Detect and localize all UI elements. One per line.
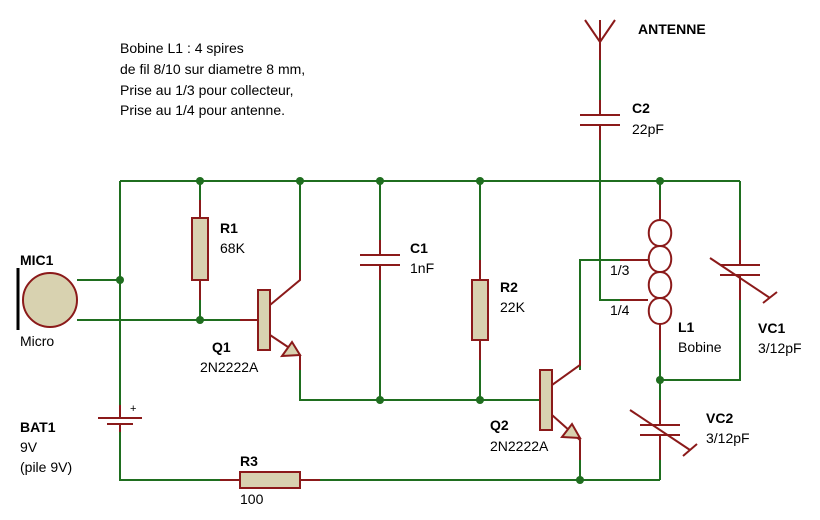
wires: [77, 60, 741, 481]
r3-value: 100: [240, 491, 264, 507]
r2-ref: R2: [500, 279, 518, 295]
l1-tap-1: 1/3: [610, 262, 630, 278]
junction-dot: [196, 177, 204, 185]
l1-value: Bobine: [678, 339, 722, 355]
battery-bat1[interactable]: + BAT1 9V (pile 9V): [20, 403, 142, 475]
q2-leads: [551, 360, 581, 460]
c1-ref: C1: [410, 240, 428, 256]
r1-value: 68K: [220, 240, 246, 256]
antenna-label: ANTENNE: [638, 21, 706, 37]
battery-to-r3-wire: [119, 432, 220, 481]
vc1-ref: VC1: [758, 320, 785, 336]
vc1-bottom-wire: [660, 300, 741, 381]
microphone-mic1[interactable]: MIC1 Micro: [16, 252, 78, 349]
emitter-net-wire: [299, 370, 540, 401]
resistor-r3[interactable]: R3 100: [220, 453, 320, 507]
microphone-icon: [22, 272, 78, 328]
q2-emitter-arrow-icon: [560, 422, 582, 440]
transistor-q1[interactable]: Q1 2N2222A: [200, 270, 302, 375]
r1-ref: R1: [220, 220, 238, 236]
l1-ref: L1: [678, 319, 695, 335]
battery-plus: +: [130, 403, 136, 415]
vc2-ref: VC2: [706, 410, 733, 426]
battery-icon: [98, 405, 142, 432]
l1-tap-2: 1/4: [610, 302, 630, 318]
junctions: [116, 177, 664, 484]
note-line-1: Bobine L1 : 4 spires: [120, 40, 244, 56]
vc1-trim-arrow-icon: [709, 257, 778, 304]
vc1-symbol: [720, 240, 760, 300]
c2-value: 22pF: [632, 121, 664, 137]
q2-base-bar: [539, 369, 553, 431]
coil-icon: [647, 219, 673, 332]
variable-capacitor-vc2[interactable]: VC2 3/12pF: [629, 400, 750, 460]
q2-collector-wire: [579, 259, 620, 370]
q1-value: 2N2222A: [200, 359, 259, 375]
transistor-q2[interactable]: Q2 2N2222A: [490, 360, 582, 460]
variable-capacitor-vc1[interactable]: VC1 3/12pF: [709, 240, 802, 356]
junction-dot: [116, 276, 124, 284]
r3-ref: R3: [240, 453, 258, 469]
q1-emitter-arrow-icon: [279, 340, 302, 358]
junction-dot: [296, 177, 304, 185]
r3-body: [239, 471, 301, 489]
junction-dot: [376, 396, 384, 404]
coil-note: Bobine L1 : 4 spires de fil 8/10 sur dia…: [120, 40, 305, 118]
q2-ref: Q2: [490, 417, 509, 433]
note-line-3: Prise au 1/3 pour collecteur,: [120, 82, 294, 98]
junction-dot: [576, 476, 584, 484]
bat-value: 9V: [20, 439, 38, 455]
antenna-icon: [584, 19, 616, 60]
capacitor-c2[interactable]: C2 22pF: [580, 100, 664, 140]
mic-value: Micro: [20, 333, 54, 349]
junction-dot: [656, 177, 664, 185]
vc2-value: 3/12pF: [706, 430, 750, 446]
junction-dot: [196, 316, 204, 324]
c2-to-tap-wire: [599, 140, 620, 301]
junction-dot: [476, 396, 484, 404]
c1-value: 1nF: [410, 260, 434, 276]
vc2-symbol: [640, 400, 680, 460]
r1-bottom-wire: [199, 300, 240, 321]
capacitor-c1[interactable]: C1 1nF: [360, 240, 434, 280]
junction-dot: [476, 177, 484, 185]
c2-ref: C2: [632, 100, 650, 116]
c1-symbol: [360, 240, 400, 280]
antenna-symbol[interactable]: ANTENNE: [584, 19, 706, 60]
q1-base-bar: [257, 289, 271, 351]
r2-value: 22K: [500, 299, 526, 315]
bat-note: (pile 9V): [20, 459, 72, 475]
note-line-4: Prise au 1/4 pour antenne.: [120, 102, 285, 118]
vc2-trim-arrow-icon: [629, 409, 698, 457]
mic-ref: MIC1: [20, 252, 54, 268]
q2-value: 2N2222A: [490, 438, 549, 454]
note-line-2: de fil 8/10 sur diametre 8 mm,: [120, 61, 305, 77]
l1-tap-leads: [620, 259, 648, 301]
q1-ref: Q1: [212, 339, 231, 355]
inductor-l1[interactable]: 1/3 1/4 L1 Bobine: [610, 200, 722, 355]
vc1-value: 3/12pF: [758, 340, 802, 356]
r1-body: [191, 217, 209, 281]
junction-dot: [656, 376, 664, 384]
r2-body: [471, 279, 489, 341]
c2-symbol: [580, 100, 620, 140]
bat-ref: BAT1: [20, 419, 56, 435]
resistor-r1[interactable]: R1 68K: [191, 200, 246, 300]
junction-dot: [376, 177, 384, 185]
resistor-r2[interactable]: R2 22K: [471, 260, 526, 360]
